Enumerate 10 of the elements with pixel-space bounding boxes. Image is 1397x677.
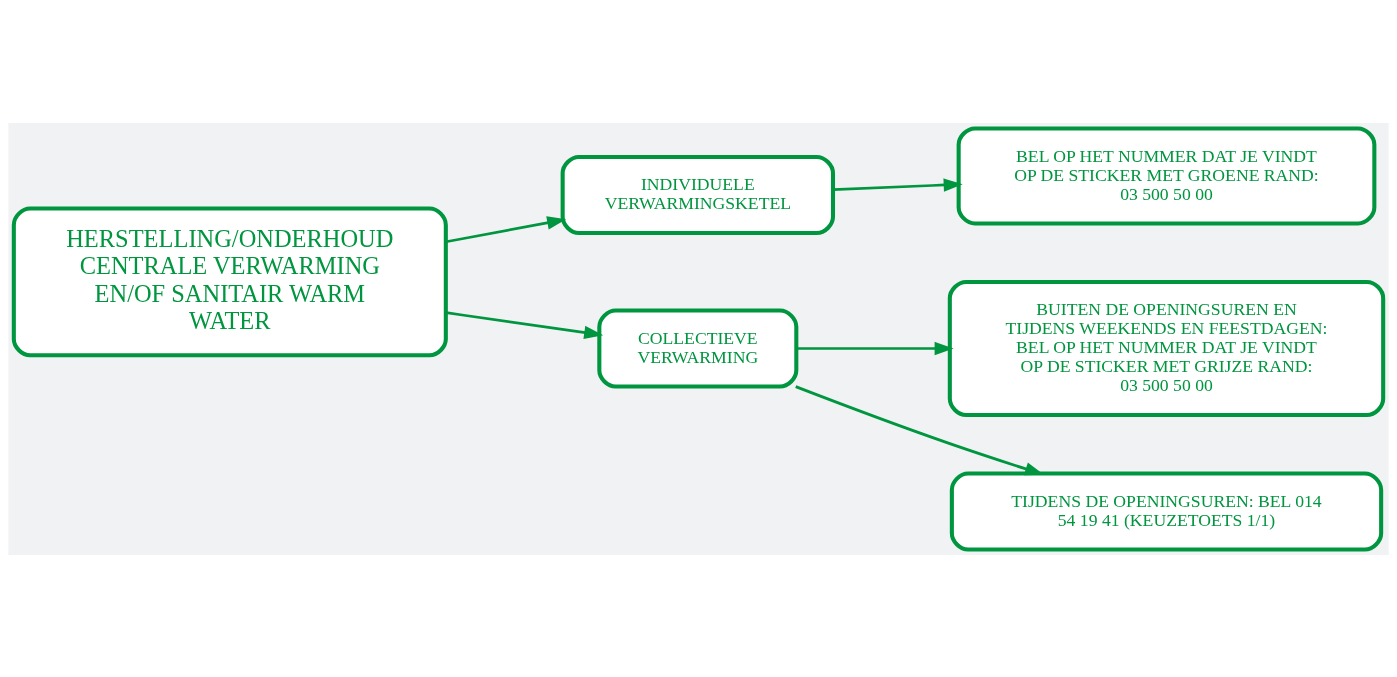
arrow	[445, 310, 604, 339]
node-box: BEL OP HET NUMMER DAT JE VINDT OP DE STICKER MET GROENE RAND: 03 500 50 00	[956, 125, 1377, 226]
node-box: HERSTELLING/ONDERHOUD CENTRALE VERWARMING EN/OF SANITAIR WARM WATER	[11, 206, 448, 357]
node-box: TIJDENS DE OPENINGSUREN: BEL 014 54 19 41 (KEUZETOETS 1/1)	[949, 470, 1384, 552]
arrow	[796, 341, 954, 355]
node-box: BUITEN DE OPENINGSUREN EN TIJDENS WEEKENDS EN FEESTDAGEN: BEL OP HET NUMMER DAT JE VINDT OP DE STICKER MET GRIJZE RAND: 03 500 50 00	[947, 279, 1386, 417]
node-box: COLLECTIEVE VERWARMING	[597, 307, 799, 389]
node-box: INDIVIDUELE VERWARMINGSKETEL	[560, 154, 836, 235]
arrow	[833, 177, 963, 192]
arrow	[445, 215, 567, 243]
